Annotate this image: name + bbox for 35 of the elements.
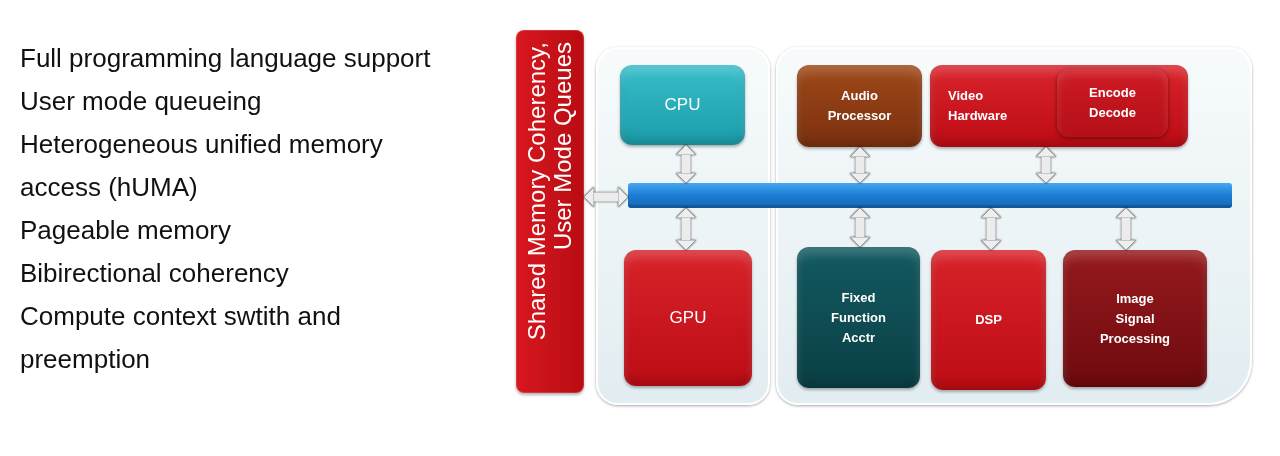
feature-text: Bibirectional coherency — [20, 257, 290, 290]
component-box — [797, 65, 922, 147]
component-box — [931, 250, 1046, 390]
component-box — [620, 65, 745, 145]
component-box — [797, 247, 920, 388]
feature-text: User mode queueing — [20, 85, 263, 118]
feature-text: Pageable memory — [20, 214, 232, 247]
component-label: Video Hardware — [948, 87, 1009, 125]
double-arrow — [1035, 146, 1057, 184]
component-label: Image Signal Processing — [1098, 289, 1172, 348]
component-label: DSP — [975, 311, 1002, 329]
feature-text: Full programming language support — [20, 42, 432, 75]
double-arrow — [675, 207, 697, 251]
component-box — [624, 250, 752, 386]
component-box — [1057, 69, 1168, 137]
component-label: CPU — [664, 95, 701, 115]
feature-text: Compute context swtith and preemption — [20, 300, 342, 376]
component-label: Encode Decode — [1088, 84, 1137, 122]
feature-text: Heterogeneous unified memory access (hUMA) — [20, 128, 384, 204]
double-arrow — [849, 207, 871, 248]
component-box — [930, 65, 1188, 147]
double-arrow — [1115, 207, 1137, 251]
group-panel — [596, 47, 770, 405]
component-label: Fixed Function Acctr — [830, 288, 887, 347]
bus-bar — [628, 183, 1232, 208]
double-arrow — [675, 144, 697, 184]
component-label: Audio Processor — [826, 87, 893, 125]
component-box — [1063, 250, 1207, 387]
banner-label: Shared Memory Coherency, User Mode Queues — [524, 41, 576, 342]
double-arrow — [583, 186, 629, 208]
vertical-banner — [516, 30, 584, 393]
component-label: GPU — [669, 308, 707, 328]
group-panel — [776, 47, 1252, 405]
double-arrow — [980, 207, 1002, 251]
double-arrow — [849, 146, 871, 184]
